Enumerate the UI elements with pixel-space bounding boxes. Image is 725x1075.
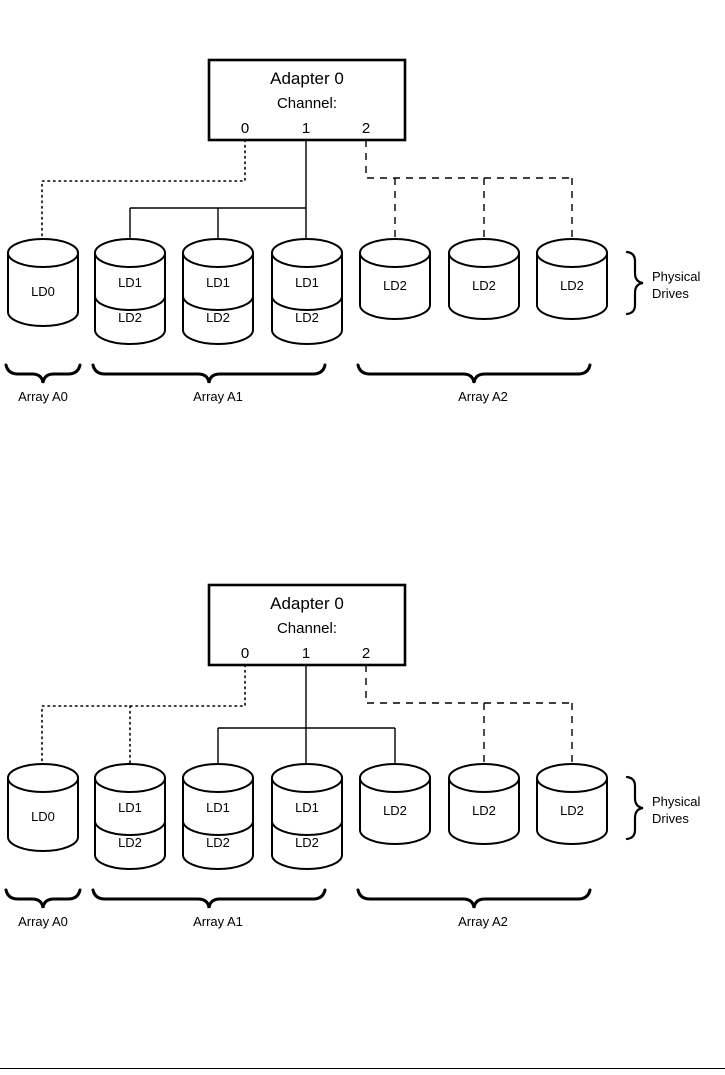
physical-drives-brace: [625, 250, 644, 316]
drive-4-ld-label-0: LD2: [383, 803, 407, 818]
adapter-box[interactable]: Adapter 0 Channel: 0 1 2: [207, 583, 407, 667]
physical-drives-label-line2: Drives: [652, 811, 689, 826]
physical-drive-5[interactable]: LD2: [448, 763, 520, 845]
array-brace-a1: [91, 888, 327, 909]
array-label-a1: Array A1: [193, 389, 243, 404]
array-brace-a2: [356, 363, 592, 384]
drive-0-ld-label-0: LD0: [31, 284, 55, 299]
channel-0-connection-lines: [41, 139, 246, 269]
adapter-title: Adapter 0: [270, 594, 344, 613]
drive-3-ld-label-0: LD1: [295, 275, 319, 290]
drive-2-ld-label-0: LD1: [206, 800, 230, 815]
array-brace-a0: [4, 363, 82, 384]
physical-drives-label-line1: Physical: [652, 269, 701, 284]
raid-configuration-diagram-1: Adapter 0 Channel: 0 1 2 LD0 LD1 LD2: [0, 0, 725, 430]
physical-drive-0[interactable]: LD0: [7, 238, 79, 327]
drive-1-ld-label-1: LD2: [118, 310, 142, 325]
array-label-a0: Array A0: [18, 914, 68, 929]
drive-2-ld-label-1: LD2: [206, 310, 230, 325]
raid-configuration-diagram-2: Adapter 0 Channel: 0 1 2 LD0 LD1 LD2: [0, 525, 725, 955]
drive-6-ld-label-0: LD2: [560, 803, 584, 818]
drive-1-ld-label-0: LD1: [118, 800, 142, 815]
channel-label-1[interactable]: 1: [302, 645, 310, 662]
adapter-subtitle: Channel:: [277, 95, 337, 112]
channel-label-2[interactable]: 2: [362, 645, 370, 662]
physical-drive-3[interactable]: LD1 LD2: [271, 238, 343, 345]
drive-5-ld-label-0: LD2: [472, 803, 496, 818]
drive-6-ld-label-0: LD2: [560, 278, 584, 293]
array-label-a1: Array A1: [193, 914, 243, 929]
physical-drive-4[interactable]: LD2: [359, 763, 431, 845]
physical-drive-0[interactable]: LD0: [7, 763, 79, 852]
adapter-title: Adapter 0: [270, 69, 344, 88]
physical-drive-1[interactable]: LD1 LD2: [94, 763, 166, 870]
physical-drive-4[interactable]: LD2: [359, 238, 431, 320]
array-label-a0: Array A0: [18, 389, 68, 404]
array-label-a2: Array A2: [458, 389, 508, 404]
drive-2-ld-label-0: LD1: [206, 275, 230, 290]
adapter-box[interactable]: Adapter 0 Channel: 0 1 2: [207, 58, 407, 142]
array-brace-a2: [356, 888, 592, 909]
drive-3-ld-label-0: LD1: [295, 800, 319, 815]
drive-1-ld-label-0: LD1: [118, 275, 142, 290]
array-brace-a0: [4, 888, 82, 909]
drive-3-ld-label-1: LD2: [295, 835, 319, 850]
drive-5-ld-label-0: LD2: [472, 278, 496, 293]
physical-drive-2[interactable]: LD1 LD2: [182, 238, 254, 345]
physical-drives-brace: [625, 775, 644, 841]
channel-label-0[interactable]: 0: [241, 645, 249, 662]
drive-4-ld-label-0: LD2: [383, 278, 407, 293]
channel-label-2[interactable]: 2: [362, 120, 370, 137]
drive-1-ld-label-1: LD2: [118, 835, 142, 850]
drive-2-ld-label-1: LD2: [206, 835, 230, 850]
adapter-subtitle: Channel:: [277, 620, 337, 637]
physical-drive-3[interactable]: LD1 LD2: [271, 763, 343, 870]
physical-drive-1[interactable]: LD1 LD2: [94, 238, 166, 345]
channel-label-0[interactable]: 0: [241, 120, 249, 137]
array-brace-a1: [91, 363, 327, 384]
page-footer-rule: [0, 1068, 725, 1069]
drive-0-ld-label-0: LD0: [31, 809, 55, 824]
physical-drives-label-line2: Drives: [652, 286, 689, 301]
physical-drives-label-line1: Physical: [652, 794, 701, 809]
physical-drive-6[interactable]: LD2: [536, 763, 608, 845]
array-label-a2: Array A2: [458, 914, 508, 929]
physical-drive-6[interactable]: LD2: [536, 238, 608, 320]
drive-3-ld-label-1: LD2: [295, 310, 319, 325]
physical-drive-5[interactable]: LD2: [448, 238, 520, 320]
channel-label-1[interactable]: 1: [302, 120, 310, 137]
physical-drive-2[interactable]: LD1 LD2: [182, 763, 254, 870]
